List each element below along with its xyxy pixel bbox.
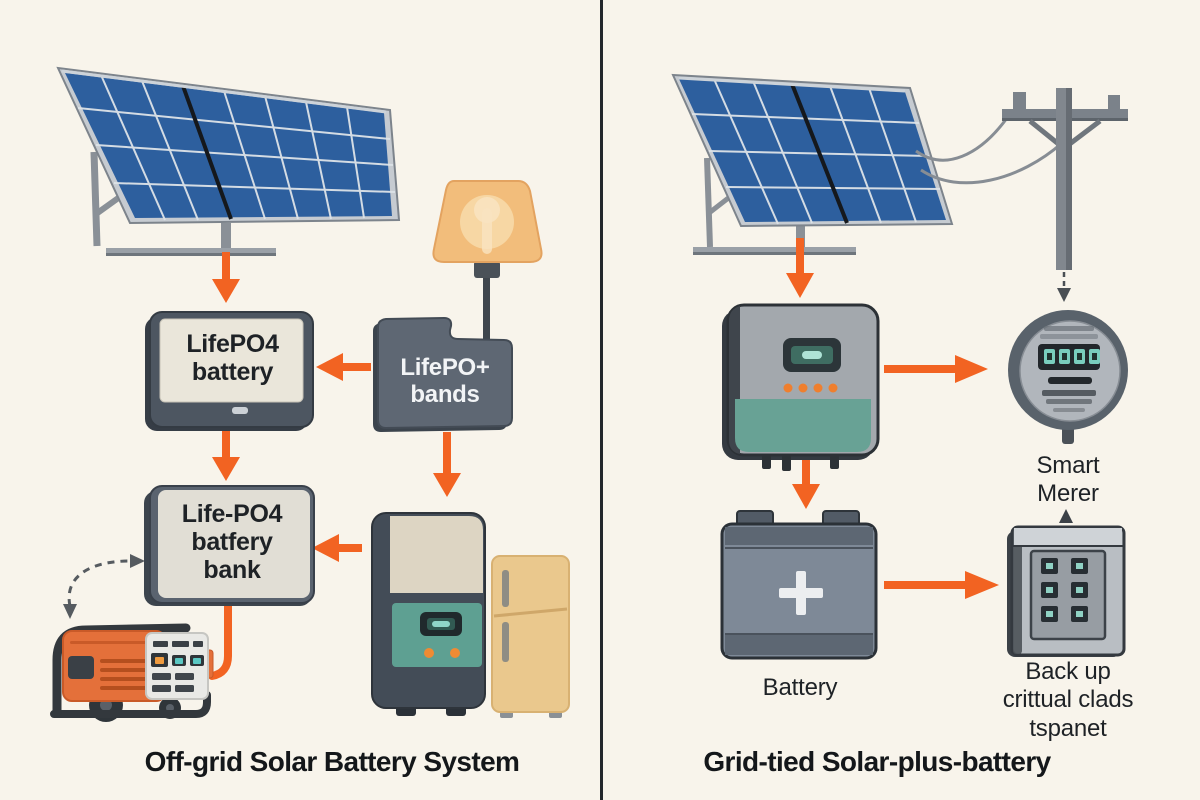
backup-loads-label: Back up crittual clads tspanet xyxy=(1002,658,1134,742)
battery-bank-label: Life-PO4 batfery bank xyxy=(181,500,283,584)
wire-bank-to-generator xyxy=(208,598,232,680)
inverter-tower-icon xyxy=(371,512,486,716)
lifepo4-battery-icon xyxy=(145,311,314,431)
battery-label: Battery xyxy=(762,674,838,701)
arrow-panel-to-battery xyxy=(212,252,240,303)
solar-panel-grid-icon xyxy=(671,73,954,255)
arrow-bands-to-inverter xyxy=(433,432,461,497)
smart-meter-label: Smart Merer xyxy=(1036,452,1100,508)
arrow-inverter-to-bank xyxy=(312,534,362,562)
lifepo4-battery-label: LifePO4 battery xyxy=(186,330,279,386)
battery-bank-icon xyxy=(144,485,315,606)
arrow-inverter-to-meter xyxy=(884,355,988,383)
arrow-inverter-to-battery xyxy=(792,452,820,509)
dashed-arrow-generator-to-bank xyxy=(63,554,145,619)
bands-box-icon xyxy=(373,316,513,432)
dashed-arrow-grid-to-meter xyxy=(1057,272,1071,302)
generator-icon xyxy=(50,623,214,722)
refrigerator-icon xyxy=(491,555,570,718)
arrow-battery-to-backup xyxy=(884,571,999,599)
backup-loads-panel-icon xyxy=(1007,525,1126,657)
utility-pole-icon xyxy=(915,88,1128,302)
hybrid-inverter-icon xyxy=(722,303,880,471)
solar-panel-icon xyxy=(56,66,401,256)
off-grid-caption: Off-grid Solar Battery System xyxy=(144,746,520,777)
grid-tied-caption: Grid-tied Solar-plus-battery xyxy=(703,746,1051,777)
arrow-panel-to-inverter xyxy=(786,238,814,298)
panel-divider xyxy=(600,0,603,800)
bands-box-label: LifePO+ bands xyxy=(400,354,490,408)
smart-meter-icon xyxy=(1008,310,1128,444)
flow-arrows-right xyxy=(786,238,999,599)
flow-arrows-left xyxy=(208,252,461,680)
arrow-bands-to-battery xyxy=(316,353,371,381)
lamp-icon xyxy=(432,180,543,342)
arrow-battery-to-bank xyxy=(212,431,240,481)
home-battery-icon xyxy=(720,510,878,660)
up-arrowhead xyxy=(1059,509,1073,523)
